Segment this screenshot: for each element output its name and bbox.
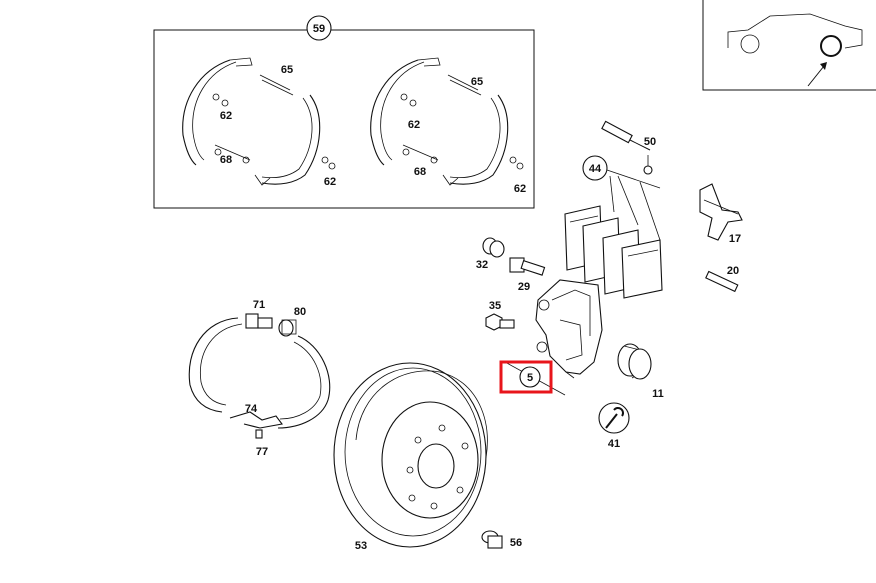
callout-65-left: 65	[281, 64, 293, 76]
callout-62-left-lower: 62	[324, 176, 336, 188]
callout-62-left-upper: 62	[220, 110, 232, 122]
callout-53: 53	[355, 540, 367, 552]
repair-kit-wrench-icon-41[interactable]	[598, 402, 630, 434]
callout-5: 5	[527, 372, 533, 384]
callout-41: 41	[608, 438, 620, 450]
callout-71: 71	[253, 299, 265, 311]
screw-56	[481, 530, 503, 549]
bolt-35	[485, 313, 515, 331]
callout-17: 17	[729, 233, 741, 245]
highlight-box-5[interactable]	[499, 360, 553, 394]
caliper-piston-11	[617, 343, 652, 380]
brake-shoe-pair-right	[370, 57, 524, 186]
brake-disc-53	[333, 362, 488, 548]
guide-bolt-29	[509, 257, 546, 276]
callout-56: 56	[510, 537, 522, 549]
callout-74: 74	[245, 403, 258, 415]
callout-35: 35	[489, 300, 501, 312]
callout-circle-5[interactable]	[519, 366, 541, 388]
callout-circle-59[interactable]	[306, 15, 332, 41]
parking-brake-shoes-lower	[188, 313, 331, 439]
callout-62-right-upper: 62	[408, 119, 420, 131]
callout-11: 11	[652, 388, 664, 400]
parking-brake-shoes-group: 59 65 62 68 62	[153, 15, 535, 209]
car-rear-wheel-locator-icon	[702, 0, 876, 91]
callout-32: 32	[476, 259, 488, 271]
callout-80: 80	[294, 306, 306, 318]
callout-44: 44	[589, 163, 602, 175]
brake-caliper-5	[504, 279, 603, 396]
callout-68-left: 68	[220, 154, 232, 166]
callout-50: 50	[644, 136, 656, 148]
callout-62-right-lower: 62	[514, 183, 526, 195]
guide-pin-20	[705, 270, 739, 293]
callout-65-right: 65	[471, 76, 483, 88]
brake-pad-set-44	[564, 155, 663, 299]
callout-68-right: 68	[414, 166, 426, 178]
callout-29: 29	[518, 281, 530, 293]
bushing-32	[482, 237, 505, 258]
brake-shoe-pair-left	[182, 57, 336, 186]
callout-77: 77	[256, 446, 268, 458]
anti-rattle-spring-17	[699, 183, 743, 241]
group-box-59	[153, 29, 535, 209]
callout-20: 20	[727, 265, 739, 277]
callout-circle-44[interactable]	[582, 155, 608, 181]
callout-59: 59	[313, 23, 325, 35]
bleed-screw-50	[601, 120, 653, 175]
